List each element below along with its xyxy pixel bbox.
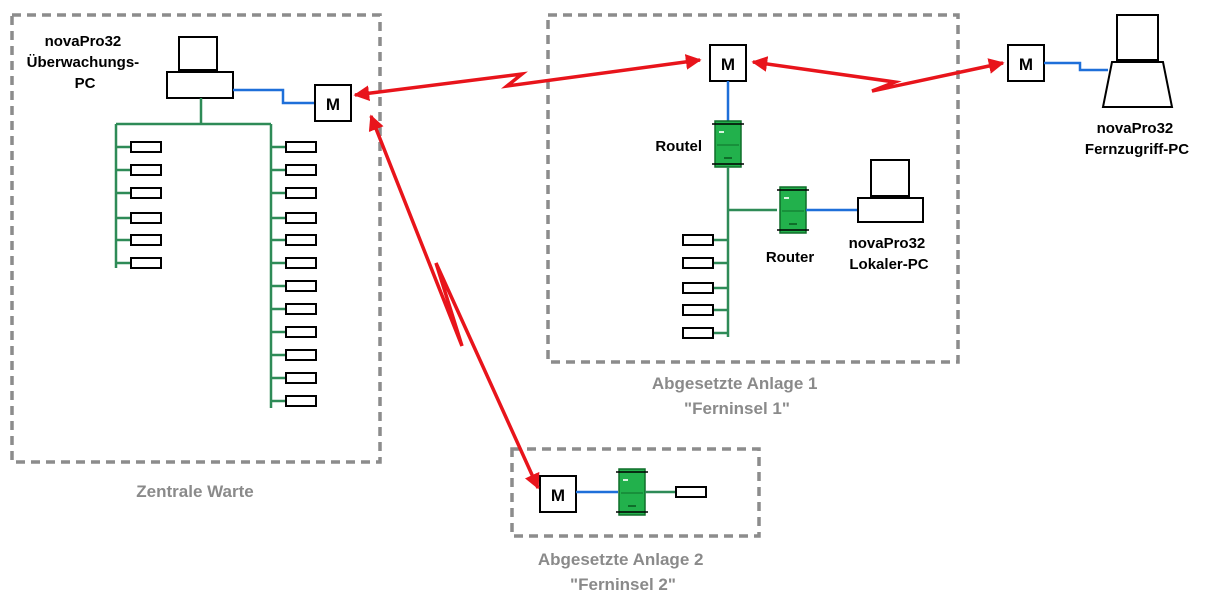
routel-router-icon xyxy=(711,120,745,168)
central-bus xyxy=(114,98,286,408)
radio-link-central-anlage2 xyxy=(368,114,540,490)
remote-link-line xyxy=(1044,61,1108,72)
central-link-line xyxy=(233,88,315,105)
svg-text:M: M xyxy=(1019,55,1033,74)
radio-link-anlage1-remote xyxy=(751,56,1005,93)
anlage2-label: Abgesetzte Anlage 2 "Ferninsel 2" xyxy=(538,550,708,594)
central-modem-icon: M xyxy=(314,84,352,122)
zentrale-warte-label: Zentrale Warte xyxy=(136,482,253,501)
frame-anlage-2 xyxy=(510,447,761,538)
router-icon xyxy=(776,186,810,234)
anlage2-router-icon xyxy=(615,468,649,516)
svg-text:M: M xyxy=(721,55,735,74)
remote-pc-monitor-icon xyxy=(1101,14,1174,108)
router-label: Router xyxy=(766,249,814,266)
anlage1-bus xyxy=(713,167,777,337)
remote-modem-icon: M xyxy=(1007,44,1045,82)
routel-label: Routel xyxy=(655,138,702,155)
svg-text:M: M xyxy=(551,486,565,505)
central-pc-monitor-icon xyxy=(166,36,234,99)
local-pc-monitor-icon xyxy=(857,159,924,223)
frame-anlage-1 xyxy=(546,13,960,364)
remote-pc-label: novaPro32 Fernzugriff-PC xyxy=(1085,120,1189,158)
central-io-module-icon xyxy=(130,141,317,407)
anlage1-io-module-icon xyxy=(682,234,714,339)
radio-link-icon xyxy=(353,54,1005,490)
anlage1-modem-icon: M xyxy=(709,44,747,82)
local-pc-label: novaPro32 Lokaler-PC xyxy=(849,235,930,273)
anlage2-modem-icon: M xyxy=(539,475,577,513)
svg-text:M: M xyxy=(326,95,340,114)
radio-link-central-anlage1 xyxy=(353,54,702,102)
central-pc-label: novaPro32 Überwachungs- PC xyxy=(27,33,144,92)
anlage2-io-module-icon xyxy=(675,486,707,498)
anlage1-label: Abgesetzte Anlage 1 "Ferninsel 1" xyxy=(652,374,822,418)
